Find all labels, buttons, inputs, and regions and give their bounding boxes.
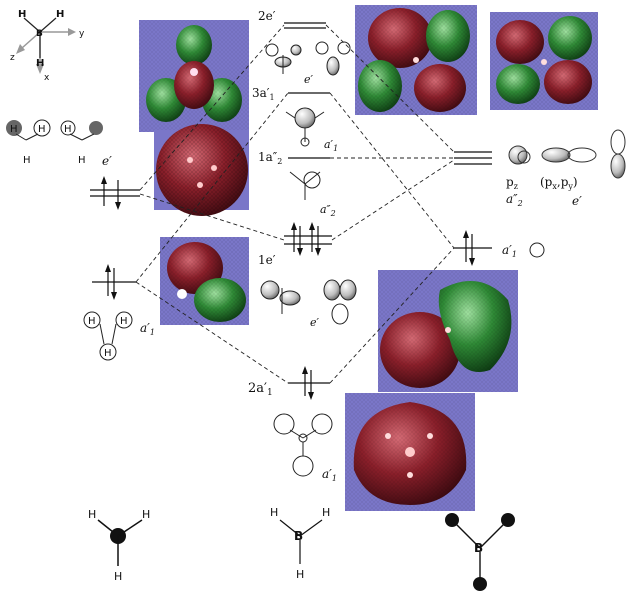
correlation-lines [135,24,455,384]
axis-h-label-2: H [56,9,64,20]
sketch-3a1 [285,107,325,147]
s-orbital-icon [529,242,545,258]
left-label-a1-prime: a′1 [140,321,155,337]
label-3a1-prime: 3a′1 [252,86,275,102]
p-vertical-orbital-icon [610,129,626,179]
left-circle-h-1: H [88,316,96,327]
label-1a2-doubleprime: 1a″2 [258,150,282,166]
right-label-e-prime: e′ [572,194,582,208]
orbital-image-2a1 [345,393,475,511]
axes-sketch: B H H H y z x [10,9,85,83]
left-circle-h-3: H [104,348,112,359]
bottom-b-right: B [474,541,483,555]
left-circle-h-2: H [120,316,128,327]
left-h-fragment-e1: H H H [6,119,51,166]
left-h-3: H [23,155,31,166]
axis-x-label: x [44,73,50,83]
sketch-2e-a [265,43,302,74]
axis-center-label: B [36,29,43,39]
axis-z-label: z [10,53,15,63]
label-1e-prime: 1e′ [258,253,276,267]
level-2e-prime [284,22,326,29]
bottom-molecule-b-balls: B [445,513,515,591]
label-a1-bot: a′1 [322,467,337,483]
bottom-h-mid-1: H [270,506,278,519]
bottom-h-mid-2: H [322,506,330,519]
label-e-mid: e′ [310,316,320,329]
sketch-1a2 [289,171,321,200]
sketch-1e-b [323,279,357,325]
level-2a1-prime [288,366,330,400]
left-level-a1-prime [92,264,136,300]
left-h-1: H [10,124,18,135]
right-label-pxpy: (px,py) [540,175,578,191]
axis-h-label-3: H [36,58,44,69]
orbital-image-2e-right [355,5,477,115]
left-h3-circles: H H H [83,311,133,361]
left-h-4: H [64,124,72,135]
right-level-s [454,230,492,266]
left-h-2: H [38,124,46,135]
label-a1-top: a′1 [324,138,338,153]
orbital-image-2e-farright [490,12,598,110]
bottom-h-left-3: H [114,570,122,583]
label-2a1-prime: 2a′1 [248,381,273,398]
orbital-image-1e-left [160,237,249,325]
left-level-e-prime [90,176,140,210]
label-a2: a″2 [320,203,336,218]
axis-h-label-1: H [18,9,26,20]
right-label-a1-prime: a′1 [502,243,517,259]
pxpy-orbital-icon [541,147,597,163]
right-label-a2: a″2 [506,192,523,208]
bottom-molecule-bh3: B H H H [270,506,330,581]
bottom-h-left-1: H [88,508,96,521]
bottom-h-mid-3: H [296,568,304,581]
level-1e-prime [284,222,332,256]
axis-y-label: y [79,29,85,39]
bottom-b-mid: B [294,529,303,543]
sketch-2e-b [315,41,351,76]
label-e-top: e′ [304,73,314,86]
orbital-image-2e-top [139,20,249,132]
orbital-image-1e-right [378,270,518,392]
label-2e-prime: 2e′ [258,9,276,23]
bottom-molecule-h3: H H H [88,508,150,583]
sketch-2a1 [273,413,333,477]
right-label-pz: pz [506,175,518,191]
right-level-p [454,151,492,165]
left-h-fragment-e2: H H [60,120,103,166]
left-h-5: H [78,155,86,166]
sketch-1e-a [260,280,301,314]
pz-orbital-icon [508,145,531,165]
left-label-e-prime: e′ [102,154,112,168]
bottom-h-left-2: H [142,508,150,521]
orbital-image-sphere-left [154,124,249,216]
